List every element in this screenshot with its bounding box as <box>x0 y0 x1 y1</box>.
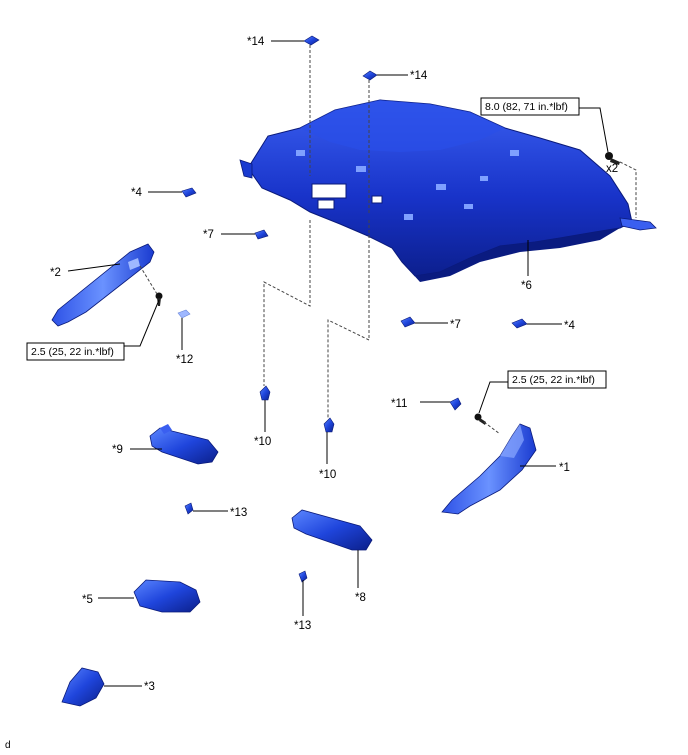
visor-part-9 <box>149 424 219 465</box>
clip-part-10b <box>323 417 335 433</box>
clip-part-7a <box>254 229 269 240</box>
clip-part-11 <box>449 397 462 411</box>
callout-5: *5 <box>82 594 93 606</box>
torque-qty-rear: x2 <box>606 163 618 175</box>
callout-13-b: *13 <box>294 620 311 632</box>
torque-box-rear: 8.0 (82, 71 in.*lbf) <box>480 97 580 116</box>
pillar-garnish-part-1 <box>441 423 537 515</box>
torque-value-right: 2.5 (25, 22 in.*lbf) <box>512 374 595 386</box>
callout-8: *8 <box>355 592 366 604</box>
grip-part-3 <box>61 667 105 707</box>
callout-10-b: *10 <box>319 469 336 481</box>
callout-6: *6 <box>521 280 532 292</box>
figure-code: d <box>5 740 11 751</box>
callout-7-b: *7 <box>450 319 461 331</box>
screw-rear <box>605 152 620 165</box>
clip-part-14a <box>303 35 320 46</box>
map-lamp-part-5 <box>133 579 201 613</box>
holder-part-4b <box>511 318 528 329</box>
holder-part-13b <box>298 570 308 583</box>
callout-10-a: *10 <box>254 436 271 448</box>
callout-3: *3 <box>144 681 155 693</box>
garnish-part-2 <box>51 243 155 327</box>
headliner-part <box>239 99 657 282</box>
holder-part-13a <box>184 502 194 515</box>
callout-13-a: *13 <box>230 507 247 519</box>
callout-1: *1 <box>559 462 570 474</box>
holder-part-4a <box>181 187 197 198</box>
screw-right <box>474 413 486 425</box>
callout-4-a: *4 <box>131 187 142 199</box>
torque-value-rear: 8.0 (82, 71 in.*lbf) <box>485 101 568 113</box>
torque-box-right: 2.5 (25, 22 in.*lbf) <box>507 370 607 389</box>
clip-part-14b <box>362 70 378 81</box>
cover-part-12 <box>177 309 191 319</box>
callout-7-a: *7 <box>203 229 214 241</box>
clip-part-10a <box>259 385 271 401</box>
torque-box-left: 2.5 (25, 22 in.*lbf) <box>26 342 125 361</box>
callout-2: *2 <box>50 267 61 279</box>
callout-12: *12 <box>176 354 193 366</box>
callout-11: *11 <box>391 398 407 410</box>
visor-part-8 <box>291 509 373 551</box>
callout-14-a: *14 <box>247 36 265 48</box>
clip-part-7b <box>400 316 416 328</box>
callout-14-b: *14 <box>410 70 428 82</box>
torque-value-left: 2.5 (25, 22 in.*lbf) <box>31 346 114 358</box>
dashed-guides <box>139 45 637 435</box>
leader-lines <box>67 40 609 687</box>
callout-9: *9 <box>112 444 123 456</box>
callout-4-b: *4 <box>564 320 575 332</box>
screw-left <box>155 292 163 306</box>
